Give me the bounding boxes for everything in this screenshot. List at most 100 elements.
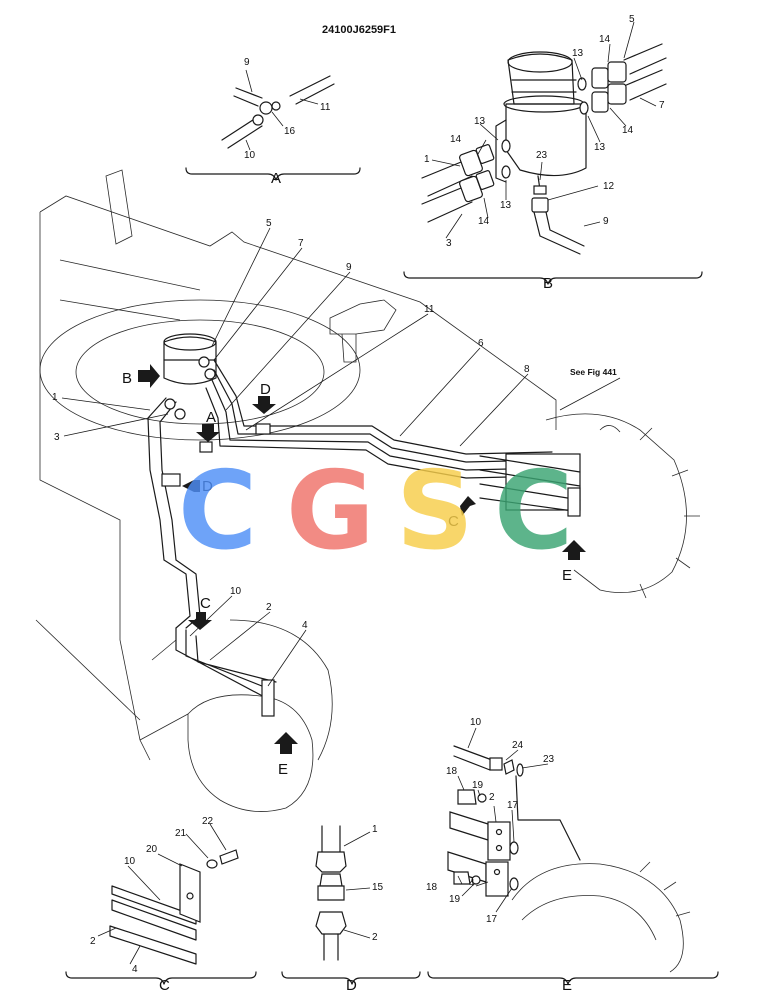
hose-5 <box>623 43 667 75</box>
oring-23 <box>516 763 524 777</box>
main-label-e-rear: E <box>562 567 572 584</box>
callout-23-b: 23 <box>536 150 548 161</box>
nut-a2 <box>271 101 281 111</box>
callout-17-bottom: 17 <box>486 914 498 925</box>
callout-16: 16 <box>284 126 296 137</box>
view-label-d: D <box>346 977 357 994</box>
callout-22: 22 <box>202 816 214 827</box>
pipe-9-b <box>533 211 585 255</box>
callout-10: 10 <box>244 150 256 161</box>
callout-14-d: 14 <box>622 125 634 136</box>
pipe-9-a <box>233 87 263 107</box>
bracket-d <box>281 971 421 985</box>
callout-9: 9 <box>244 57 250 68</box>
view-label-a: A <box>271 170 281 187</box>
washer-19-top <box>477 793 487 803</box>
callout-2-d: 2 <box>372 932 378 943</box>
watermark-letter-3: S <box>396 449 474 574</box>
main-label-e-front: E <box>278 761 288 778</box>
callout-13-b: 13 <box>500 200 512 211</box>
callout-4-e: 4 <box>469 878 475 889</box>
callout-3-main: 3 <box>54 432 60 443</box>
main-label-d-top: D <box>260 381 271 398</box>
callout-2-c: 2 <box>90 936 96 947</box>
orings-13 <box>501 77 589 179</box>
rear-pipes <box>479 455 581 513</box>
front-frame <box>139 639 189 741</box>
hose-run-2 <box>213 369 553 463</box>
view-label-c: C <box>159 977 170 994</box>
block-4-e <box>485 861 509 897</box>
main-label-d-left: D <box>202 478 213 495</box>
elbow-12 <box>531 197 549 213</box>
callout-13-c: 13 <box>572 48 584 59</box>
hose-run-1 <box>213 359 553 455</box>
pipe-2-e <box>449 811 489 841</box>
fitting-1 <box>164 398 176 410</box>
view-label-e: E <box>562 977 572 994</box>
oring-17-bottom <box>509 877 519 891</box>
pipe-10-e <box>453 745 493 771</box>
motor-e-outline <box>511 863 684 973</box>
callout-1-d: 1 <box>372 824 378 835</box>
arrow-a <box>196 424 220 442</box>
fitting-7 <box>204 368 216 380</box>
document-code: 24100J6259F1 <box>322 24 396 36</box>
washer-19-bottom <box>471 875 481 885</box>
rear-fitting <box>567 487 581 517</box>
front-sprocket-rim <box>229 619 333 761</box>
union-15 <box>319 873 343 887</box>
main-label-b: B <box>122 370 132 387</box>
bolt-18-top <box>457 789 477 805</box>
see-fig-note: See Fig 441 <box>570 367 617 377</box>
callout-1-main: 1 <box>52 392 58 403</box>
detail-b: 13 14 1 3 14 13 23 12 9 13 14 5 7 14 13 … <box>403 14 703 292</box>
watermark-letter-2: G <box>286 449 375 574</box>
view-label-b: B <box>543 275 553 292</box>
main-assembly: B D A D C C E E See Fig 441 5 7 9 11 6 8… <box>35 169 700 812</box>
leaders-e <box>457 727 549 913</box>
arrow-b <box>138 364 160 388</box>
swing-ring-outer <box>39 299 361 441</box>
fitting-14-left <box>459 144 495 203</box>
callout-11: 11 <box>320 102 331 113</box>
frame-ribs <box>35 259 201 721</box>
cylinder-mount <box>329 299 397 335</box>
pipes-front <box>175 627 277 701</box>
callout-4-c: 4 <box>132 964 138 975</box>
hose-main-3 <box>159 401 177 561</box>
adapter-24 <box>503 759 515 775</box>
arrow-c-rear <box>460 496 476 516</box>
bracket-c <box>65 971 257 985</box>
callout-17-top: 17 <box>507 800 519 811</box>
callout-7-main: 7 <box>298 238 304 249</box>
callout-5-main: 5 <box>266 218 272 229</box>
washer-21 <box>206 859 218 869</box>
callout-13-a: 13 <box>474 116 486 127</box>
arrow-c-main <box>188 612 212 630</box>
callout-14-b: 14 <box>478 216 490 227</box>
callout-19-bottom: 19 <box>449 894 461 905</box>
callout-19-top: 19 <box>472 780 484 791</box>
arrow-e-rear <box>562 540 586 560</box>
callout-12: 12 <box>603 181 615 192</box>
callout-5-b: 5 <box>629 14 635 25</box>
clamp-a <box>199 441 213 453</box>
callout-2-main: 2 <box>266 602 272 613</box>
callout-2-e: 2 <box>489 792 495 803</box>
hose-7 <box>623 69 667 101</box>
callout-10-e: 10 <box>470 717 482 728</box>
callout-8-main: 8 <box>524 364 530 375</box>
pipe-2-c <box>111 899 197 941</box>
leaders-a <box>245 69 319 151</box>
hose-3 <box>421 185 473 223</box>
motor-e-teeth <box>639 861 691 917</box>
callout-3-b: 3 <box>446 238 452 249</box>
detail-c: 10 20 21 22 2 4 C <box>65 816 257 994</box>
callout-9-main: 9 <box>346 262 352 273</box>
hose-run-4 <box>205 387 553 479</box>
rear-sprocket <box>545 413 687 593</box>
callout-14-c: 14 <box>599 34 611 45</box>
callout-15: 15 <box>372 882 384 893</box>
motor-top <box>507 51 573 73</box>
